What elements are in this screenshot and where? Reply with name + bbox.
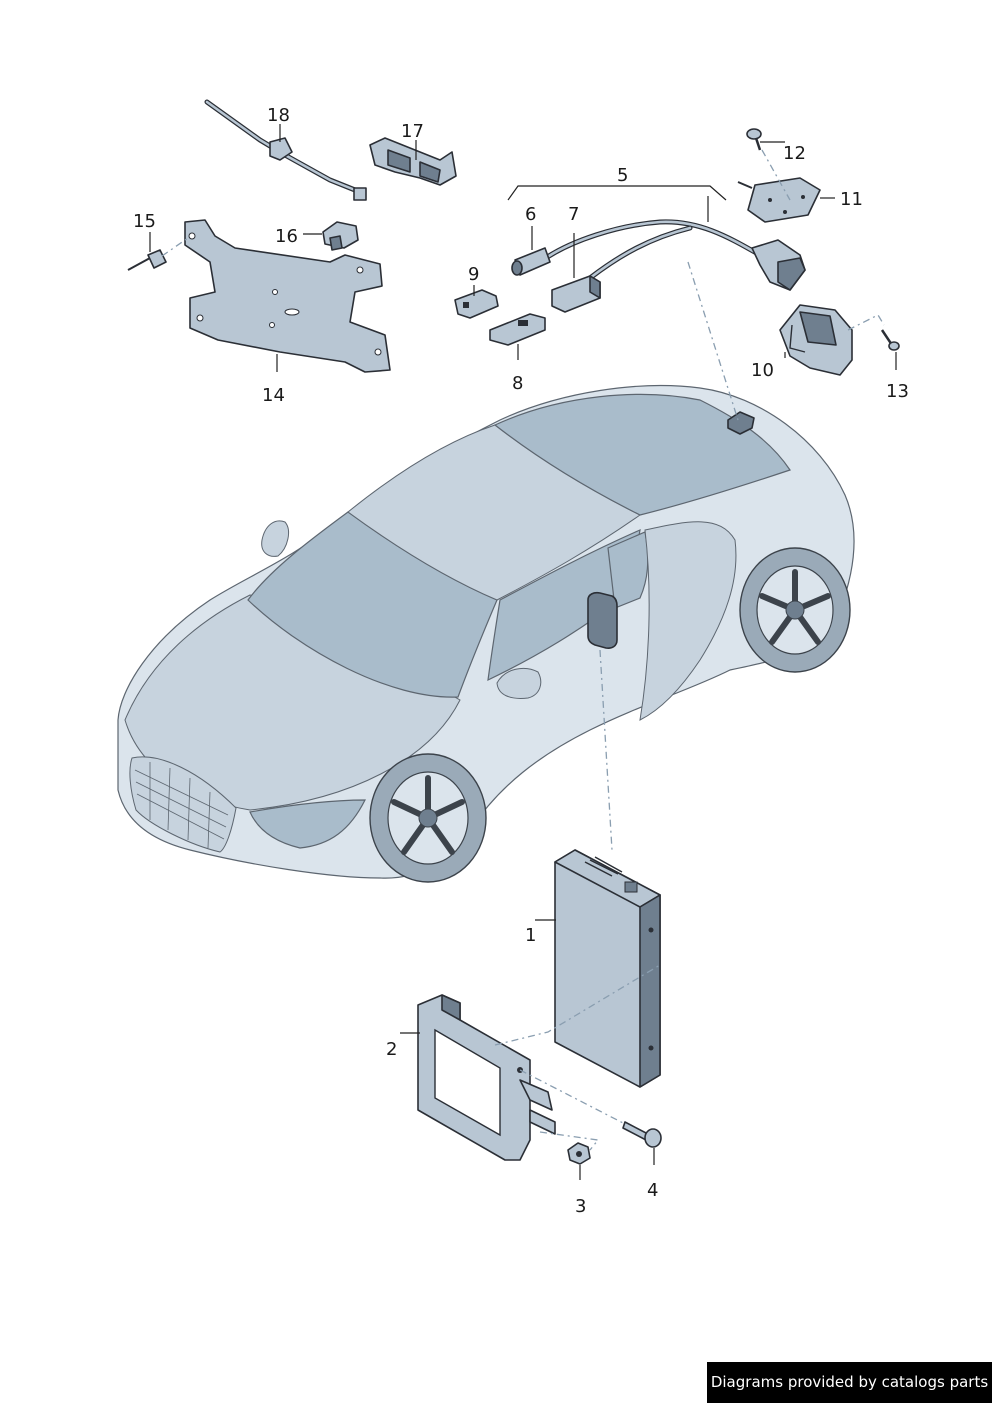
callout-11: 11 [840,189,863,210]
car-illustration [117,384,855,883]
callout-12: 12 [783,143,806,164]
callout-5: 5 [617,165,628,186]
callout-4: 4 [647,1180,658,1201]
callout-14: 14 [262,385,285,406]
part-16-clip [322,221,359,251]
antenna-location-marker [727,411,755,435]
part-18-cable-tie [204,99,367,201]
callout-1: 1 [525,925,536,946]
callout-13: 13 [886,381,909,402]
part-7-module [551,275,601,313]
part-10-antenna-base [779,304,853,376]
part-15-rivet [127,249,167,271]
callout-10: 10 [751,360,774,381]
front-wheel [369,753,487,883]
part-11-plate [737,177,821,223]
part-1-control-unit [554,849,661,1088]
callout-16: 16 [275,226,298,247]
part-17-holder [369,137,457,186]
callout-6: 6 [525,204,536,225]
callout-labels: 1 2 3 4 5 6 7 8 9 10 11 12 13 14 15 16 1… [133,105,909,1217]
footer-attribution-badge: Diagrams provided by catalogs parts [707,1362,992,1403]
callout-9: 9 [468,264,479,285]
part-8-module [489,313,546,346]
part-12-screw [746,128,762,151]
part-9-connector [454,289,499,319]
leader-lines [149,124,897,1180]
callout-8: 8 [512,373,523,394]
callout-17: 17 [401,121,424,142]
callout-2: 2 [386,1039,397,1060]
callout-7: 7 [568,204,579,225]
control-unit-location-marker [587,591,618,649]
part-4-bolt [622,1121,662,1148]
part-13-screw [880,329,900,351]
rear-wheel [739,547,851,673]
callout-18: 18 [267,105,290,126]
part-2-bracket [417,994,556,1161]
callout-15: 15 [133,211,156,232]
callout-3: 3 [575,1196,586,1217]
part-14-mounting-plate [184,219,391,373]
part-6-connector [511,247,551,276]
part-3-nut [567,1142,591,1165]
part-5-cable-set [537,219,806,291]
